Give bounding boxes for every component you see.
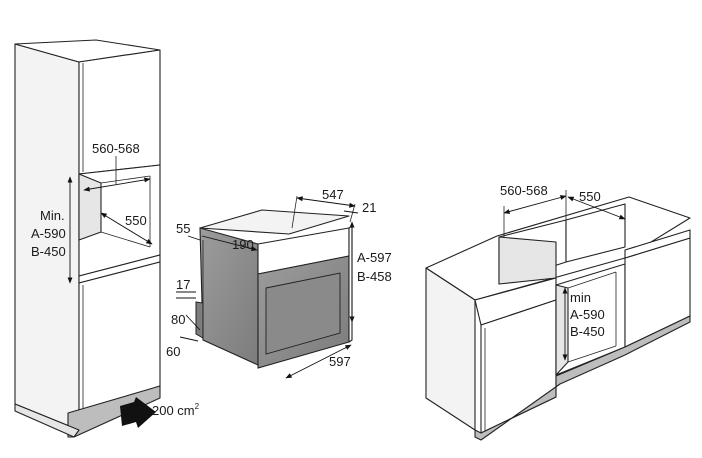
base-cabinet: 560-568 550 min A-590 B-450 [425, 183, 691, 441]
oven-window [265, 272, 341, 355]
oven-side-depth-dimension-line [201, 235, 258, 252]
tall-niche-depth-dimension-line [100, 212, 153, 245]
base-min-heading: min [570, 290, 591, 305]
oven-side-depth-label: 190 [232, 237, 254, 252]
oven-depth-dimension-line [296, 196, 356, 208]
base-niche-depth-dimension-line [567, 196, 626, 220]
oven-width-label: 597 [329, 354, 351, 369]
tall-min-heading: Min. [40, 208, 65, 223]
oven-height-a-label: A-597 [357, 250, 392, 265]
tall-min-height-b: B-450 [31, 244, 66, 259]
oven-depth-label: 547 [322, 187, 344, 202]
vent-area-label: 200 cm2 [152, 402, 200, 418]
oven-front-thickness-label: 21 [362, 200, 376, 215]
oven-gap-60-label: 60 [166, 344, 180, 359]
tall-niche-width-dimension-line [83, 177, 151, 192]
oven-top-offset-label: 55 [176, 221, 190, 236]
base-min-height-b: B-450 [570, 324, 605, 339]
oven-height-b-label: B-458 [357, 269, 392, 284]
oven-unit: 547 21 55 190 A-597 B-458 597 17 80 60 [166, 187, 392, 379]
ventilation-arrow-icon [120, 397, 156, 428]
base-min-height-a: A-590 [570, 307, 605, 322]
base-cabinet-plinth [474, 315, 691, 441]
tall-niche-depth-label: 550 [125, 213, 147, 228]
tall-min-height-a: A-590 [31, 226, 66, 241]
base-niche-width-dimension-line [503, 195, 567, 214]
tall-niche-width-label: 560-568 [92, 141, 140, 156]
oven-top [199, 209, 350, 235]
base-niche-width-label: 560-568 [500, 183, 548, 198]
tall-cabinet: 560-568 550 Min. A-590 B-450 200 cm2 [14, 39, 200, 438]
oven-gap-17-label: 17 [176, 277, 190, 292]
oven-width-dimension-line [285, 344, 352, 379]
oven-gap-80-label: 80 [171, 312, 185, 327]
base-niche-depth-label: 550 [579, 189, 601, 204]
